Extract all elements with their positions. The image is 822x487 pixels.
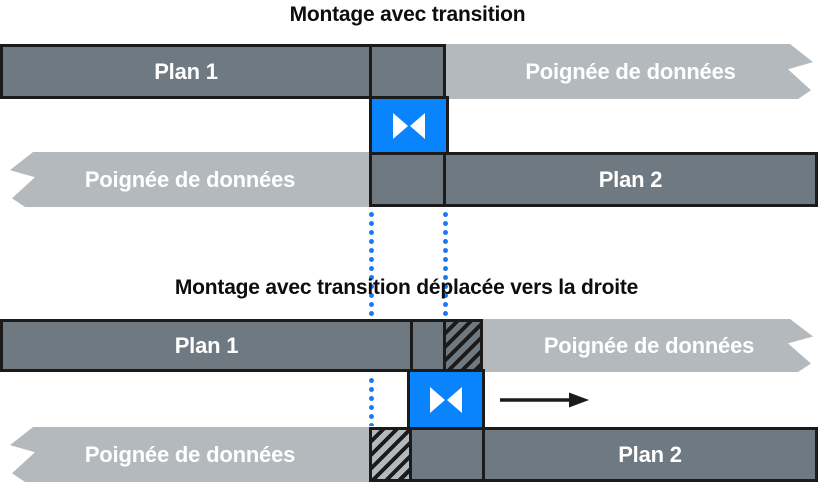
after-clip1-overlap-cell [410,319,449,372]
after-clip2-label: Plan 2 [618,441,682,467]
right-arrow-icon [500,392,589,408]
after-clip1-trim-hatch [443,319,483,372]
bowtie-transition-icon [393,112,425,139]
bowtie-transition-icon [430,386,462,413]
after-transition-box [407,369,485,430]
before-title: Montage avec transition [289,3,526,26]
before-clip1-overlap-cell [369,44,446,99]
before-clip2-overlap-cell [369,152,446,207]
before-transition-box [369,96,449,155]
before-clip2-label: Plan 2 [598,166,663,192]
after-bottom-handle-label: Poignée de données [84,441,296,467]
edit-point-guide-line-left-lower [369,376,374,426]
edit-point-guide-line-left [369,210,374,318]
before-clip1: Plan 1 [0,44,372,99]
after-clip2-overlap-cell [409,427,485,482]
after-bottom-media-handle: Poignée de données [10,427,372,482]
before-clip1-label: Plan 1 [154,58,218,84]
after-clip2: Plan 2 [482,427,818,482]
after-top-media-handle: Poignée de données [483,319,815,372]
after-title: Montage avec transition déplacée vers la… [174,276,639,299]
before-top-handle-label: Poignée de données [525,58,736,84]
before-bottom-media-handle: Poignée de données [10,152,372,207]
after-clip1: Plan 1 [0,319,413,372]
after-clip2-trim-hatch [369,427,412,482]
edit-point-guide-line-right [443,210,448,318]
before-top-media-handle: Poignée de données [446,44,815,99]
after-top-handle-label: Poignée de données [543,332,755,358]
after-clip1-label: Plan 1 [174,332,239,358]
before-clip2: Plan 2 [443,152,818,207]
before-bottom-handle-label: Poignée de données [84,166,296,192]
